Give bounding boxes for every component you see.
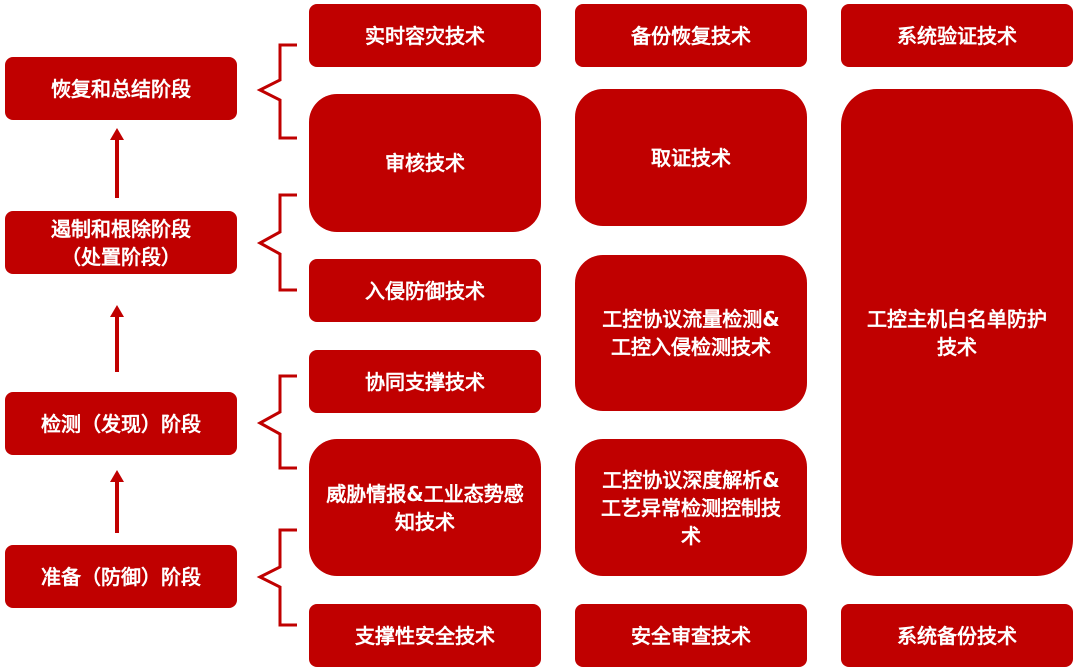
tech-protocol-traffic: 工控协议流量检测&工控入侵检测技术 (575, 255, 807, 411)
tech-collab-support: 协同支撑技术 (309, 350, 541, 413)
tech-protocol-dpi: 工控协议深度解析&工艺异常检测控制技术 (575, 439, 807, 576)
tech-system-verify-label: 系统验证技术 (897, 23, 1017, 48)
tech-protocol-traffic-label: 工控协议流量检测&工控入侵检测技术 (602, 307, 780, 359)
tech-system-backup-label: 系统备份技术 (897, 623, 1017, 648)
brace-preparation (256, 528, 297, 627)
tech-audit-label: 审核技术 (385, 151, 465, 175)
stage-detection-label: 检测（发现）阶段 (41, 411, 201, 436)
tech-intrusion-defense-label: 入侵防御技术 (365, 278, 485, 303)
tech-threat-intel: 威胁情报&工业态势感知技术 (309, 439, 541, 576)
stage-containment: 遏制和根除阶段 （处置阶段） (5, 211, 237, 274)
tech-system-verify: 系统验证技术 (841, 4, 1073, 67)
tech-backup-restore-label: 备份恢复技术 (631, 23, 751, 48)
tech-security-audit: 安全审查技术 (575, 604, 807, 667)
brace-detection (256, 374, 297, 470)
stage-containment-label: 遏制和根除阶段 (51, 216, 191, 241)
brace-recovery (256, 43, 297, 140)
tech-realtime-dr-label: 实时容灾技术 (365, 23, 485, 48)
arrow-preparation-to-detection (110, 470, 124, 533)
tech-realtime-dr: 实时容灾技术 (309, 4, 541, 67)
tech-support-security: 支撑性安全技术 (309, 604, 541, 667)
stage-preparation-label: 准备（防御）阶段 (41, 564, 201, 589)
tech-collab-support-label: 协同支撑技术 (365, 369, 485, 394)
stage-recovery: 恢复和总结阶段 (5, 57, 237, 120)
stage-recovery-label: 恢复和总结阶段 (51, 76, 191, 101)
tech-whitelist: 工控主机白名单防护技术 (841, 89, 1073, 576)
arrow-detection-to-containment (110, 305, 124, 372)
tech-protocol-dpi-label: 工控协议深度解析&工艺异常检测控制技术 (601, 467, 781, 548)
tech-audit: 审核技术 (309, 94, 541, 232)
tech-intrusion-defense: 入侵防御技术 (309, 259, 541, 322)
arrow-containment-to-recovery (110, 128, 124, 198)
tech-threat-intel-label: 威胁情报&工业态势感知技术 (326, 481, 524, 534)
tech-security-audit-label: 安全审查技术 (631, 623, 751, 648)
tech-support-security-label: 支撑性安全技术 (355, 623, 495, 648)
tech-forensics: 取证技术 (575, 89, 807, 226)
stage-preparation: 准备（防御）阶段 (5, 545, 237, 608)
tech-forensics-label: 取证技术 (651, 145, 731, 170)
tech-whitelist-label: 工控主机白名单防护技术 (867, 306, 1047, 359)
stage-containment-sublabel: （处置阶段） (61, 244, 181, 269)
tech-backup-restore: 备份恢复技术 (575, 4, 807, 67)
brace-containment (256, 193, 297, 292)
stage-detection: 检测（发现）阶段 (5, 392, 237, 455)
tech-system-backup: 系统备份技术 (841, 604, 1073, 667)
